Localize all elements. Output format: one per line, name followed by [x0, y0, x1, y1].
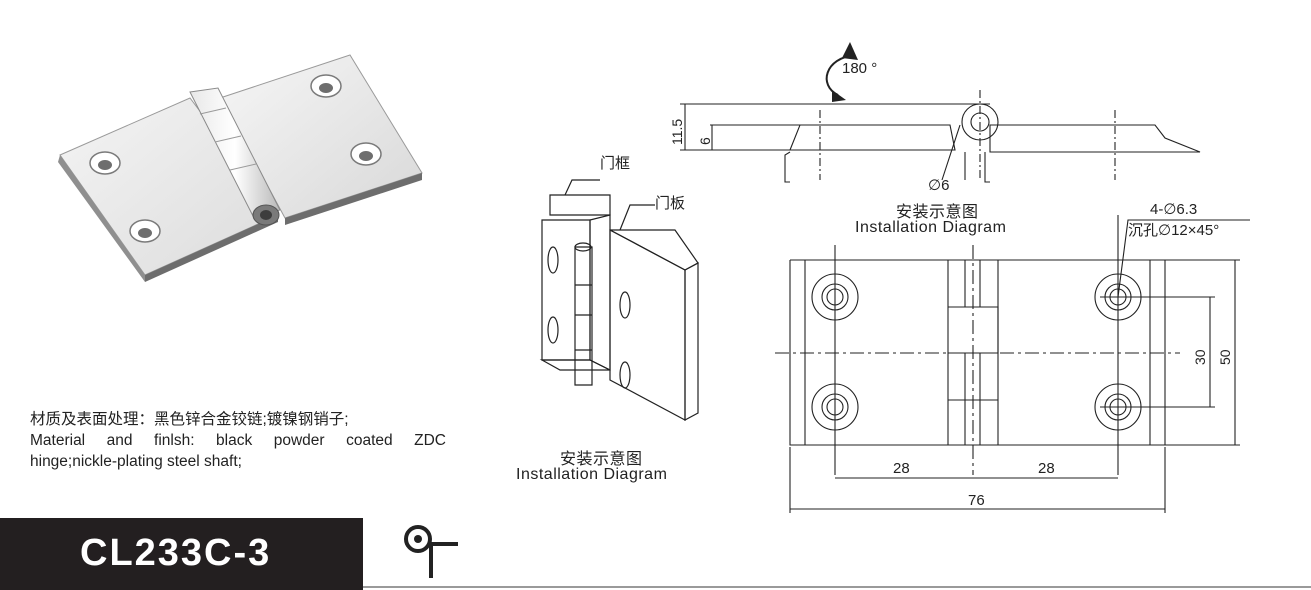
dim-left-offset: 28	[893, 460, 910, 477]
countersink-spec: 沉孔∅12×45°	[1128, 222, 1220, 239]
hinge-3d-render	[58, 54, 423, 282]
side-view-label-en: Installation Diagram	[855, 219, 1007, 236]
door-panel-label: 门板	[655, 195, 686, 212]
dim-height-leaf: 6	[697, 137, 713, 145]
dim-hole-spacing-v: 30	[1192, 349, 1208, 365]
door-frame-label: 门框	[600, 155, 631, 172]
hinge-type-icon	[404, 525, 458, 578]
dim-right-offset: 28	[1038, 460, 1055, 477]
dim-width: 50	[1217, 349, 1233, 365]
installation-label-cn: 安装示意图	[560, 451, 643, 468]
installation-diagram	[539, 179, 699, 422]
rotation-angle: 180 °	[842, 60, 877, 77]
model-code: CL233C-3	[80, 532, 272, 574]
material-line-cn: 材质及表面处理：黑色锌合金铰链;镀镍钢销子;	[30, 411, 349, 428]
side-view-drawing: 180 ° 11.5 6	[669, 42, 1201, 183]
model-band: CL233C-3	[0, 518, 363, 590]
footer-rule	[363, 586, 1311, 588]
material-line-en-2: hinge;nickle-plating steel shaft;	[30, 453, 242, 470]
side-view-label-cn: 安装示意图	[896, 204, 979, 221]
top-view-drawing: 30 50 28 28 76	[775, 215, 1250, 513]
hole-spec: 4-∅6.3	[1150, 201, 1198, 218]
dim-length: 76	[968, 492, 985, 509]
pin-diameter: ∅6	[928, 177, 950, 194]
installation-label-en: Installation Diagram	[516, 466, 668, 483]
material-description: 材质及表面处理：黑色锌合金铰链;镀镍钢销子; Material and finl…	[30, 409, 446, 472]
material-line-en-1: Material and finlsh: black powder coated…	[30, 432, 446, 449]
dim-height-total: 11.5	[669, 119, 685, 145]
